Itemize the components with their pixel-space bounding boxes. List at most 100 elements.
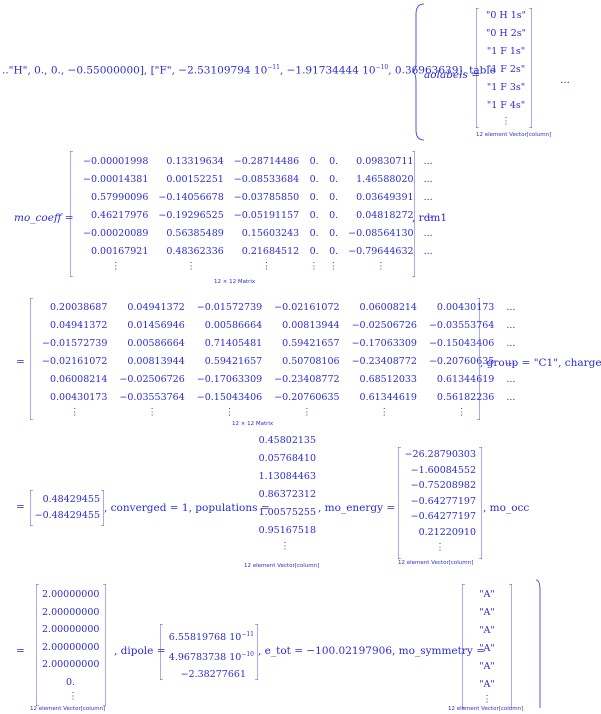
row4-eq: =: [16, 501, 25, 513]
aolabels-vector: "0 H 1s" "0 H 2s" "1 F 1s" "1 F 2s" "1 F…: [484, 7, 528, 129]
matrix-cell: 0.09830711: [356, 155, 414, 167]
rdm1-caption: 12 × 12 Matrix: [232, 421, 274, 427]
matrix-cell: 0.00430173: [49, 391, 108, 403]
matrix-cell: −0.15043406: [428, 337, 495, 349]
matrix-cell: 0.: [309, 191, 319, 203]
aolabel-item: "0 H 1s": [485, 10, 527, 21]
symmetry-item: "A": [479, 607, 495, 618]
energy-item: ⋮: [435, 542, 445, 553]
matrix-cell: ⋮: [456, 407, 467, 418]
occ-item: 2.00000000: [42, 641, 100, 653]
matrix-cell: ...: [423, 245, 433, 257]
populations-caption: 12 element Vector[column]: [244, 563, 320, 569]
aolabel-item: "1 F 1s": [486, 46, 526, 57]
dipole-item: −2.38277661: [164, 666, 254, 683]
matrix-cell: 0.57990096: [90, 191, 149, 203]
matrix-cell: ⋮: [379, 407, 390, 418]
matrix-cell: −0.15043406: [196, 391, 263, 403]
matrix-cell: ⋮: [69, 407, 80, 418]
mo-occ-vector: 2.00000000 2.00000000 2.00000000 2.00000…: [42, 586, 104, 703]
aolabels-label: aolabels =: [424, 69, 481, 81]
occ-item: 2.00000000: [42, 606, 100, 618]
mo-energy-vector: −26.28790303 −1.60084552 −0.75208982 −0.…: [404, 447, 476, 556]
matrix-cell: 0.: [309, 227, 319, 239]
matrix-cell: ...: [506, 319, 516, 331]
aolabel-item: ⋮: [501, 116, 511, 127]
rdm1-matrix: 0.20038687 0.04941372 −0.01572739 −0.021610…: [36, 298, 521, 419]
symmetry-item: "A": [479, 661, 495, 672]
matrix-cell: 0.00152251: [166, 173, 224, 185]
matrix-cell: 0.68512033: [359, 373, 417, 385]
aolabel-item: "1 F 4s": [486, 100, 526, 111]
dipole-mantissa: 4.96783738 10: [168, 652, 242, 664]
aolabels-left-brace: [412, 3, 425, 141]
matrix-cell: 0.04941372: [49, 319, 108, 331]
matrix-cell: 1.46588020: [356, 173, 414, 185]
row4-mid: , converged = 1, populations =: [104, 502, 270, 514]
matrix-cell: −0.17063309: [196, 373, 263, 385]
matrix-cell: 0.06008214: [359, 301, 417, 313]
row3-tail: , group = "C1", charges: [480, 357, 601, 369]
dipole-mantissa: −2.38277661: [180, 669, 246, 681]
mo-symmetry-vector: "A" "A" "A" "A" "A" "A" ⋮: [466, 586, 508, 706]
symmetry-item: ⋮: [482, 694, 492, 705]
occ-item: 2.00000000: [42, 624, 100, 635]
matrix-cell: 0.: [329, 191, 339, 203]
row1-trail: ...: [560, 74, 571, 86]
aolabels-caption: 12 element Vector[column]: [476, 132, 552, 138]
matrix-cell: 0.20038687: [49, 301, 108, 313]
charges-vector: 0.48429455 −0.48429455: [34, 492, 100, 524]
matrix-cell: ...: [423, 173, 433, 185]
matrix-cell: −0.20760635: [428, 355, 495, 367]
matrix-cell: 0.46217976: [90, 209, 149, 221]
matrix-cell: 0.50708106: [282, 355, 340, 367]
matrix-cell: −0.20760635: [274, 391, 340, 403]
matrix-cell: 0.00586664: [127, 337, 185, 349]
population-item: 0.05768410: [258, 453, 316, 464]
matrix-cell: 0.56182236: [436, 391, 495, 403]
energy-item: 0.21220910: [418, 526, 476, 538]
matrix-cell: −0.23408772: [274, 373, 340, 385]
matrix-cell: 0.00586664: [204, 319, 263, 331]
symmetry-item: "A": [479, 679, 495, 690]
matrix-cell: 0.: [329, 155, 339, 167]
matrix-cell: −0.01572739: [196, 301, 263, 313]
population-item: 1.00575255: [258, 507, 316, 518]
population-item: 1.13084463: [258, 471, 316, 482]
matrix-cell: −0.28714486: [233, 155, 300, 167]
matrix-cell: 0.: [309, 209, 319, 221]
matrix-cell: −0.03553764: [119, 391, 185, 403]
row3-eq: =: [16, 356, 25, 368]
matrix-cell: 0.04941372: [127, 301, 185, 313]
row5-mid: , e_tot = −100.02197906, mo_symmetry =: [258, 645, 485, 657]
charge-item: 0.48429455: [42, 494, 100, 505]
dipole-item: 6.55819768 10−11: [164, 626, 254, 646]
matrix-cell: ⋮: [147, 407, 157, 418]
matrix-cell: 0.06008214: [49, 373, 108, 385]
mo-occ-caption: 12 element Vector[column]: [30, 706, 106, 712]
matrix-cell: −0.01572739: [42, 337, 108, 349]
matrix-cell: −0.02506726: [351, 319, 417, 331]
row1-prefix: .."H", 0., 0., −0.55000000], ["F", −2.53…: [2, 64, 268, 77]
symmetry-item: "A": [479, 643, 495, 654]
matrix-cell: ⋮: [261, 261, 272, 272]
matrix-cell: 0.: [309, 173, 319, 185]
matrix-cell: ⋮: [376, 261, 386, 272]
matrix-cell: 0.01456946: [127, 319, 185, 331]
matrix-cell: −0.02161072: [42, 355, 108, 367]
matrix-cell: −0.03785850: [233, 191, 300, 203]
matrix-cell: 0.48362336: [166, 245, 224, 257]
dipole-label: , dipole =: [114, 645, 166, 657]
energy-item: −0.64277197: [410, 495, 476, 507]
matrix-row: 0.00430173 −0.03553764 −0.15043406 −0.20760…: [36, 388, 521, 406]
occ-item: 0.: [66, 676, 76, 688]
matrix-cell: ...: [423, 227, 433, 239]
matrix-row: ⋮⋮⋮⋮⋮⋮: [36, 406, 521, 419]
symmetry-item: "A": [479, 589, 495, 600]
dipole-exponent: −11: [241, 631, 254, 638]
